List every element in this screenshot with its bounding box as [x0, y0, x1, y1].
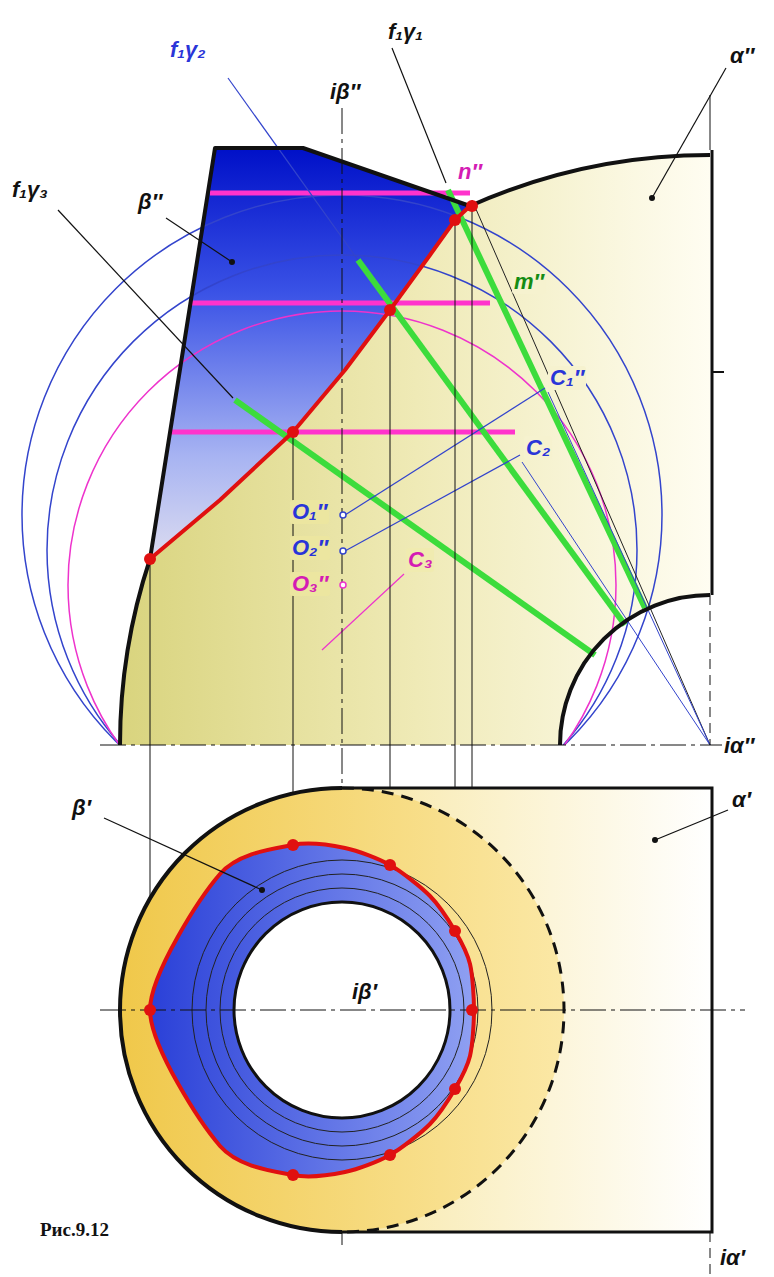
point-label: C₁″: [548, 366, 586, 390]
centre-line: [100, 1010, 745, 1011]
intersection-curve: [150, 206, 470, 559]
point-label: α″: [728, 44, 756, 68]
leader-line: [322, 574, 404, 650]
cone-plan-curve-group: [150, 844, 474, 1177]
torus-axis: [710, 1232, 711, 1275]
cone-contour: [150, 148, 470, 559]
torus-contour: [120, 559, 150, 745]
leader-dot: [649, 195, 655, 201]
leader-line: [58, 210, 233, 398]
curve-point: [144, 553, 156, 565]
torus-contour: [560, 595, 710, 745]
point-label: f₁γ₂: [168, 38, 208, 62]
cone-surface: [150, 148, 470, 559]
point-label: f₁γ₁: [386, 20, 425, 44]
curve-point: [384, 859, 396, 871]
torus-axis: [710, 95, 711, 150]
point-label: α′: [730, 788, 753, 812]
point-label: O₂″: [290, 536, 330, 560]
base-line: [100, 745, 745, 746]
curve-point: [144, 1004, 156, 1016]
point-label: m″: [512, 270, 546, 294]
point-label: iβ″: [328, 80, 362, 104]
point-label: O₁″: [290, 500, 329, 524]
torus-circle: [448, 190, 645, 608]
sphere-centre: [340, 548, 346, 554]
leader-line: [345, 455, 520, 551]
torus-contour: [470, 155, 710, 206]
point-label: C₃: [406, 548, 434, 572]
point-label: iα″: [722, 734, 756, 758]
point-label: iβ′: [350, 980, 379, 1004]
curve-point: [466, 200, 478, 212]
sphere-centre: [340, 512, 346, 518]
point-label: O₃″: [290, 572, 330, 596]
curve-point: [384, 304, 396, 316]
point-label: f₁γ₃: [10, 178, 50, 202]
leader-dot: [652, 837, 658, 843]
curve-point: [287, 839, 299, 851]
leader-line: [392, 48, 446, 183]
leader-line: [228, 78, 358, 260]
point-label: β′: [70, 796, 93, 820]
curve-point: [449, 1083, 461, 1095]
leader-dot: [259, 887, 265, 893]
section-circle: [190, 301, 490, 306]
curve-point: [287, 1169, 299, 1181]
intersection-curve-plan: [150, 844, 474, 1177]
curve-point: [287, 426, 299, 438]
leader-dot: [229, 259, 235, 265]
leader-line: [652, 68, 726, 198]
torus-axis: [710, 595, 711, 745]
figure-caption: Рис.9.12: [40, 1220, 109, 1241]
construction-line: [548, 392, 710, 745]
curve-point: [449, 925, 461, 937]
leader-line: [655, 810, 728, 840]
curve-point: [466, 1004, 478, 1016]
tick-mark: [712, 371, 724, 373]
sphere-centre: [340, 582, 346, 588]
construction-line: [472, 200, 710, 745]
curve-point: [384, 1149, 396, 1161]
construction-line: [522, 462, 710, 745]
torus-circle: [358, 260, 625, 625]
point-label: C₂: [524, 436, 552, 460]
curve-point: [449, 214, 461, 226]
point-label: β″: [136, 190, 164, 214]
point-label: iα′: [718, 1246, 747, 1270]
point-label: n″: [456, 160, 484, 184]
leader-line: [104, 818, 262, 890]
